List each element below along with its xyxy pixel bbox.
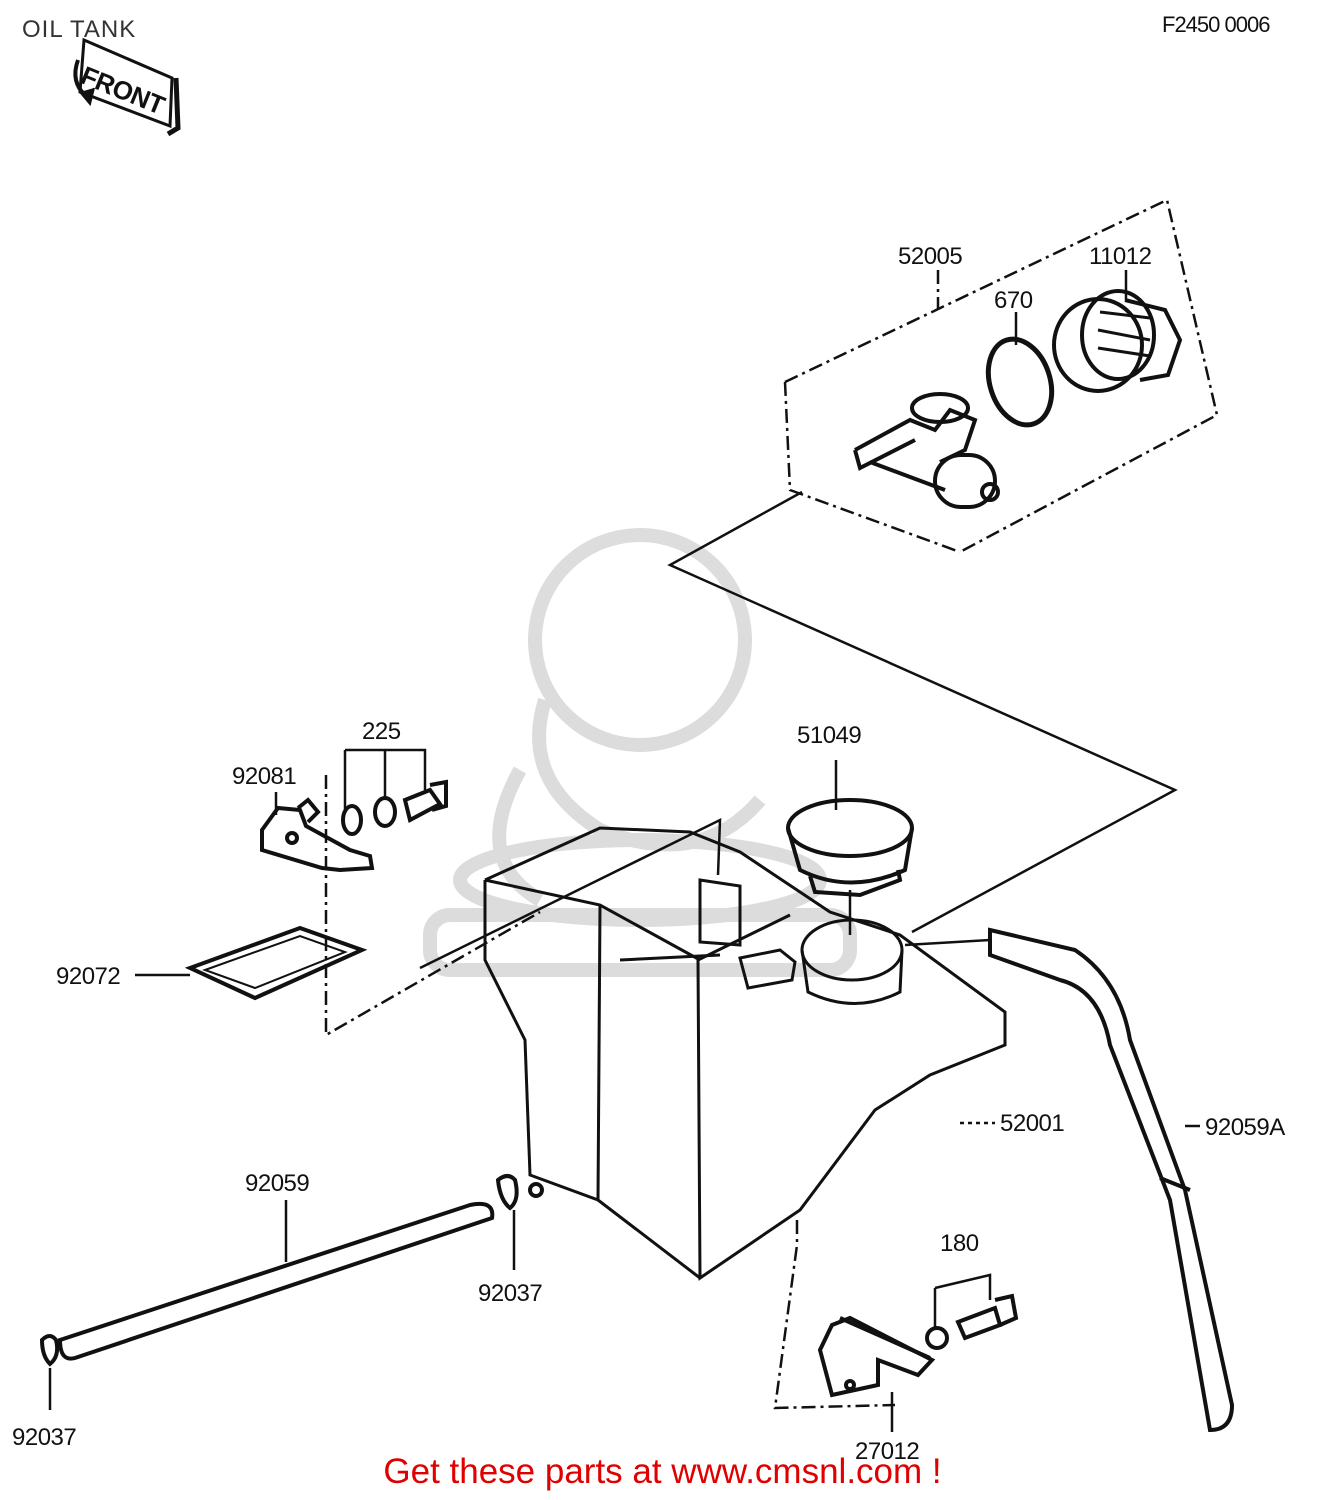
label-92081: 92081 <box>232 763 297 790</box>
part-52001-tank-icon <box>483 826 1007 1281</box>
part-92072-gasket-icon <box>184 925 368 1001</box>
label-11012: 11012 <box>1089 243 1152 270</box>
part-670-oring-icon <box>985 336 1055 428</box>
label-92059A: 92059A <box>1205 1114 1285 1141</box>
part-11012-cap-icon <box>1052 289 1183 393</box>
part-92037-clamp-icon <box>495 1174 544 1211</box>
guide-92081 <box>324 775 541 1038</box>
leader-180 <box>933 1273 992 1328</box>
label-225: 225 <box>362 718 401 745</box>
label-92059: 92059 <box>245 1170 310 1197</box>
guide-27012 <box>773 1220 896 1410</box>
watermark-mascot-icon <box>423 528 857 977</box>
label-27012: 27012 <box>855 1438 920 1465</box>
leader-225 <box>343 748 427 810</box>
label-92037-a: 92037 <box>478 1280 543 1307</box>
label-180: 180 <box>940 1230 979 1257</box>
part-92037-end-clamp-icon <box>39 1334 60 1367</box>
front-direction-arrow-icon <box>73 37 181 137</box>
assembly-52005-outline <box>783 198 1219 554</box>
part-225-bolt-icon <box>341 779 448 836</box>
page-title: OIL TANK <box>22 16 137 43</box>
part-92059-hose-icon <box>57 1201 495 1361</box>
label-52005: 52005 <box>898 243 963 270</box>
part-92081-bracket-icon <box>260 797 375 873</box>
label-52001: 52001 <box>1000 1110 1065 1137</box>
part-52005-gauge-icon <box>853 392 1000 509</box>
guide-line-assembly <box>667 490 1178 934</box>
part-92059A-hose-icon <box>988 927 1235 1433</box>
label-51049: 51049 <box>797 722 862 749</box>
part-27012-bracket-icon <box>817 1315 936 1398</box>
diagram-code: F2450 0006 <box>1162 12 1270 37</box>
part-51049-cap-icon <box>786 798 914 898</box>
guide-92081-tank <box>419 817 722 970</box>
label-670: 670 <box>994 287 1033 314</box>
hose-link-line <box>904 938 991 947</box>
label-92072: 92072 <box>56 963 121 990</box>
footer-link[interactable]: Get these parts at www.cmsnl.com ! <box>383 1452 942 1491</box>
part-180-bolt-icon <box>925 1293 1019 1350</box>
label-92037-b: 92037 <box>12 1424 77 1451</box>
diagram-linework <box>39 198 1235 1433</box>
